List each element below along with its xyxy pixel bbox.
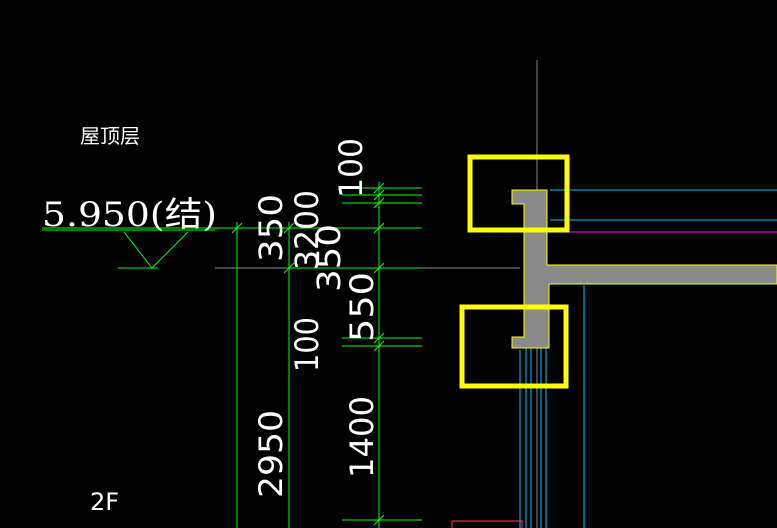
concrete-section [511,189,777,349]
dim-350-b: 350 [310,224,348,292]
dim-100-top: 100 [332,138,370,198]
dim-2950: 2950 [252,410,290,498]
red-element [451,520,523,528]
dim-3200: 3200 [288,190,326,270]
elevation-label: 5.950(结) [42,195,217,235]
dim-550: 550 [343,272,381,342]
dim-1400: 1400 [343,396,381,478]
dimension-lines [42,182,422,528]
cyan-lines [519,189,777,528]
highlight-box-bottom[interactable] [459,304,569,389]
elevation-symbol [42,229,215,269]
dim-100-mid: 100 [288,317,326,372]
floor-label-2f: 2F [90,488,119,516]
dim-350-a: 350 [252,194,290,262]
highlight-box-top[interactable] [467,154,570,233]
floor-label-roof: 屋顶层 [80,124,140,148]
